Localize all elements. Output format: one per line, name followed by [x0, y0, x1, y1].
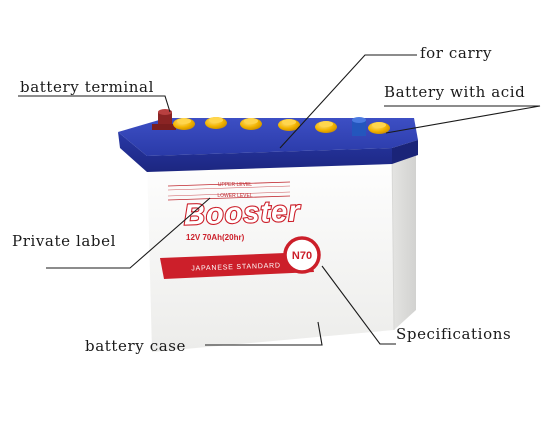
upper-level-text: UPPER LEVEL [218, 182, 252, 188]
callout-battery-terminal: battery terminal [20, 78, 154, 96]
callout-private-label: Private label [12, 232, 116, 250]
standard-band [160, 252, 314, 279]
brand-logo: Booster [183, 196, 301, 232]
leader-battery-acid [384, 105, 541, 134]
battery-label: UPPER LEVEL LOWER LEVEL Booster 12V 70Ah… [160, 181, 321, 279]
vent-cap-6 [368, 122, 390, 134]
model-text: N70 [292, 250, 312, 262]
vent-cap-4 [278, 119, 300, 131]
callout-specifications: Specifications [396, 325, 512, 343]
vent-cap-2 [205, 117, 227, 129]
battery-case-front [147, 150, 394, 352]
lower-level-text: LOWER LEVEL [217, 193, 253, 199]
leader-lines [18, 54, 541, 346]
standard-text: JAPANESE STANDARD [191, 262, 281, 272]
vent-cap-3 [240, 118, 262, 130]
callout-battery-case: battery case [85, 337, 187, 355]
leader-specifications [321, 265, 396, 345]
battery-terminal-negative [352, 117, 366, 136]
leader-private-label [46, 197, 211, 269]
callout-for-carry: for carry [420, 44, 493, 62]
battery-terminal-positive [152, 109, 176, 130]
vent-cap-1 [173, 118, 195, 130]
vent-cap-5 [315, 121, 337, 133]
leader-for-carry [279, 54, 417, 149]
battery-lid-top [118, 118, 418, 156]
leader-battery-case [205, 321, 323, 346]
callout-battery-with-acid: Battery with acid [384, 83, 526, 101]
battery-case-side [392, 140, 416, 330]
leader-battery-terminal [18, 95, 171, 113]
battery-lid-front [118, 132, 392, 172]
battery-lid-side [392, 140, 418, 164]
rating-text: 12V 70Ah(20hr) [186, 233, 245, 242]
model-badge: N70 [283, 236, 321, 274]
